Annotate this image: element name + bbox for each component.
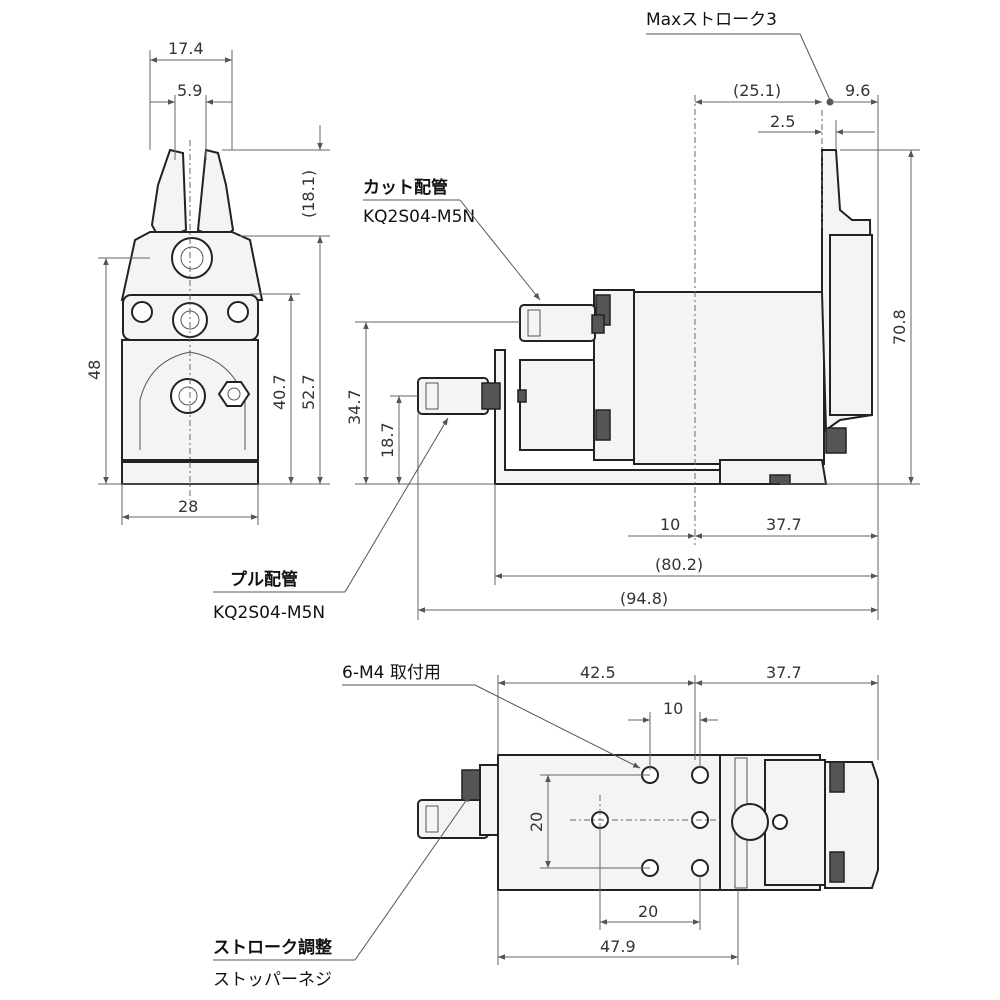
dim-80-2: (80.2) xyxy=(655,555,703,574)
stopper-head xyxy=(731,803,769,841)
dim-70-8: 70.8 xyxy=(890,309,909,345)
dim-34-7: 34.7 xyxy=(345,389,364,425)
dim-37-7-bottom: 37.7 xyxy=(766,663,802,682)
pivot-bolt xyxy=(171,237,213,279)
front-view: 17.4 5.9 (18.1) 48 40.7 52.7 28 xyxy=(85,39,330,525)
stopper-screw-label: ストッパーネジ xyxy=(213,970,332,990)
side-view: (25.1) 9.6 2.5 Maxストローク3 70.8 34.7 18.7 … xyxy=(213,10,920,623)
dim-40-7: 40.7 xyxy=(270,374,289,410)
mount-label: 6-M4 取付用 xyxy=(342,663,441,683)
left-jaw xyxy=(150,148,188,242)
right-jaw xyxy=(196,148,235,242)
cylinder-body xyxy=(633,291,825,465)
dim-42-5: 42.5 xyxy=(580,663,616,682)
cut-piping-title: カット配管 xyxy=(363,177,448,198)
dim-10-side: 10 xyxy=(660,515,680,534)
dim-20-vertical: 20 xyxy=(527,812,546,832)
dim-17-4: 17.4 xyxy=(168,39,204,58)
bottom-view: 42.5 37.7 10 20 20 47.9 6-M4 取付用 ストローク調整… xyxy=(213,663,879,990)
cylinder-front xyxy=(519,359,596,451)
dim-10-bottom: 10 xyxy=(663,699,683,718)
dim-37-7-side: 37.7 xyxy=(766,515,802,534)
dim-52-7: 52.7 xyxy=(299,374,318,410)
mount-hole-6 xyxy=(691,859,709,877)
max-stroke-label: Maxストローク3 xyxy=(646,10,777,30)
pull-piping-title: プル配管 xyxy=(230,569,298,590)
screw-left xyxy=(131,301,153,323)
dim-9-6: 9.6 xyxy=(845,81,870,100)
pull-piping-part: KQ2S04-M5N xyxy=(213,603,325,623)
dim-94-8: (94.8) xyxy=(620,589,668,608)
mount-hole-2 xyxy=(691,766,709,784)
dim-5-9: 5.9 xyxy=(177,81,202,100)
dim-28: 28 xyxy=(178,497,198,516)
dim-2-5: 2.5 xyxy=(770,112,795,131)
screw-right xyxy=(227,301,249,323)
port-left xyxy=(170,378,206,414)
dim-47-9: 47.9 xyxy=(600,937,636,956)
dim-48: 48 xyxy=(85,360,104,380)
dim-20-horizontal: 20 xyxy=(638,902,658,921)
port-right-nut xyxy=(217,381,251,407)
dim-18-1: (18.1) xyxy=(299,170,318,218)
dim-18-7: 18.7 xyxy=(378,422,397,458)
cut-piping-part: KQ2S04-M5N xyxy=(363,207,475,227)
stroke-adjust-label: ストローク調整 xyxy=(213,937,332,958)
dim-25-1: (25.1) xyxy=(733,81,781,100)
